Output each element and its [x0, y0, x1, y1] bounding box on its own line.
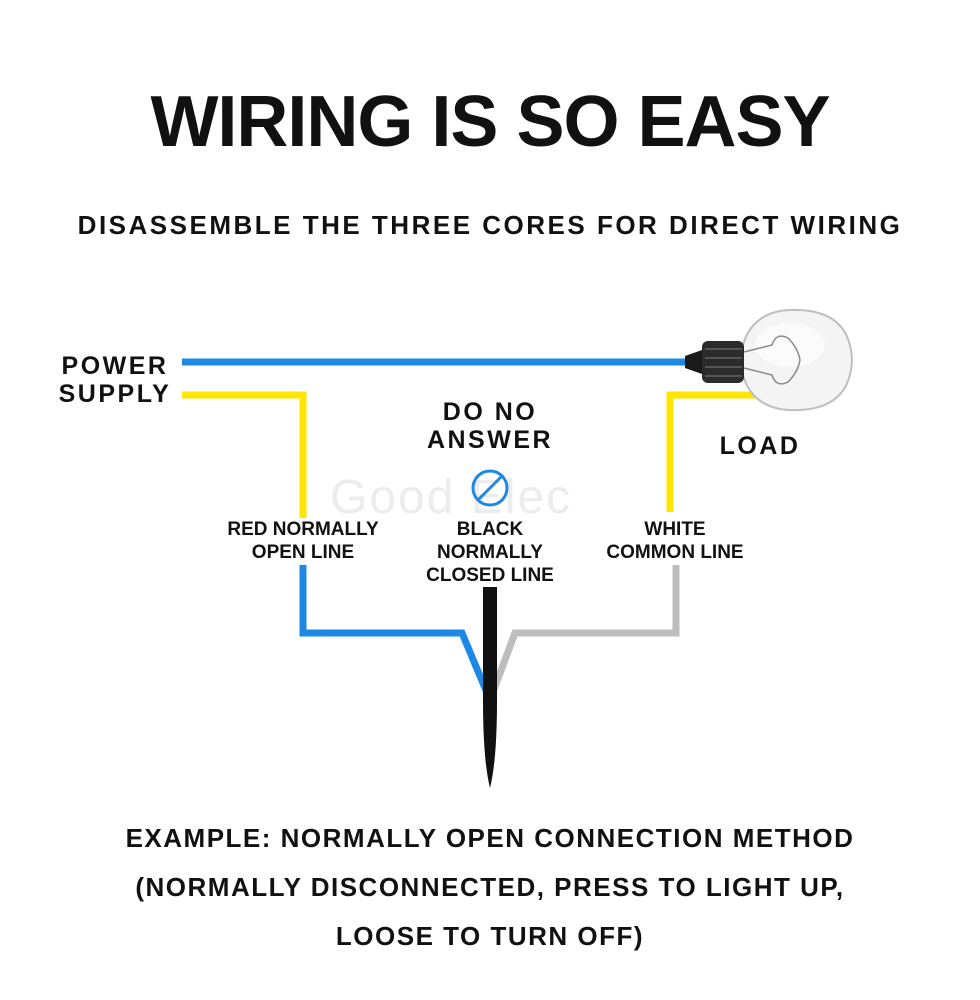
do-no-answer-label-line1: DO NO: [442, 398, 538, 426]
yellow-power-wire: [182, 391, 307, 520]
power-supply-label-line1: POWER: [61, 352, 169, 380]
light-bulb-icon: [685, 308, 854, 412]
red-label-line2: OPEN LINE: [251, 542, 355, 563]
red-label-line1: RED NORMALLY: [227, 519, 379, 540]
watermark: Good Elec: [330, 471, 573, 524]
power-supply-label: POWER SUPPLY: [40, 352, 190, 408]
yellow-load-wire: [666, 391, 780, 512]
do-no-answer-label: DO NO ANSWER: [400, 398, 580, 454]
black-label-line1: BLACK NORMALLY: [437, 519, 543, 563]
white-common-label: WHITE COMMON LINE: [600, 518, 750, 564]
load-label: LOAD: [719, 432, 801, 460]
blue-open-wire: [299, 565, 494, 702]
do-no-answer-label-line2: ANSWER: [426, 426, 554, 454]
power-supply-label-line2: SUPPLY: [58, 380, 172, 408]
grey-common-wire: [486, 565, 680, 702]
white-label-line1: WHITE: [644, 519, 706, 540]
red-normally-open-label: RED NORMALLY OPEN LINE: [225, 518, 381, 564]
circle-slash-icon: [471, 469, 509, 507]
white-label-line2: COMMON LINE: [606, 542, 744, 563]
black-normally-closed-label: BLACK NORMALLY CLOSED LINE: [404, 518, 576, 587]
page-title: WIRING IS SO EASY: [150, 82, 830, 162]
footer-line1: EXAMPLE: NORMALLY OPEN CONNECTION METHOD: [125, 823, 855, 853]
footer-line3: LOOSE TO TURN OFF): [335, 921, 645, 951]
black-cable: [483, 565, 497, 788]
black-label-line2: CLOSED LINE: [426, 565, 554, 586]
page-subtitle: DISASSEMBLE THE THREE CORES FOR DIRECT W…: [77, 210, 903, 240]
footer-line2: (NORMALLY DISCONNECTED, PRESS TO LIGHT U…: [135, 872, 845, 902]
